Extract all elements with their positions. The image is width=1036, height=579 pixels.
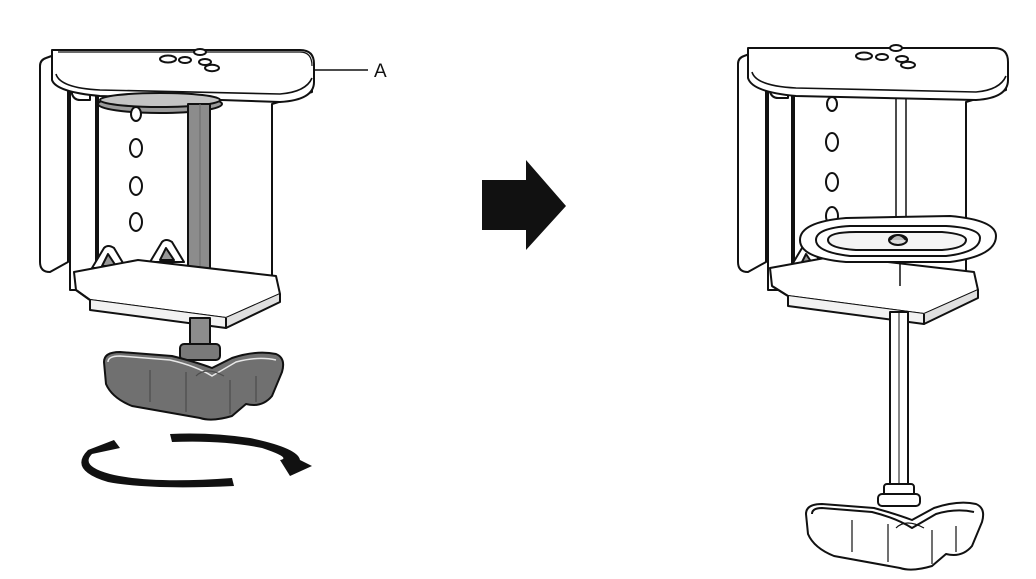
clamp-after-tightening	[737, 44, 1009, 571]
clamp-before-tightening	[39, 48, 315, 421]
top-plate-hole	[178, 56, 192, 64]
bracket-slot-hole	[825, 172, 839, 192]
top-plate-hole	[193, 48, 207, 56]
bracket-slot-hole	[129, 212, 143, 232]
tightening-knob	[805, 501, 985, 571]
top-plate-hole	[895, 55, 909, 63]
bracket-slot-hole	[130, 106, 142, 122]
arrow-right-icon	[482, 160, 566, 250]
clamp-top-plate	[747, 47, 1009, 101]
clamp-back-plate	[39, 49, 69, 273]
clamp-top-plate-a	[51, 49, 315, 103]
threaded-rod	[187, 103, 211, 291]
top-plate-hole	[204, 63, 220, 73]
bracket-slot-hole	[825, 132, 839, 152]
rotate-circular-arrows-icon	[81, 433, 312, 488]
bracket-slot-hole	[129, 176, 143, 196]
top-plate-hole	[875, 53, 889, 61]
top-plate-hole	[198, 58, 212, 66]
bracket-slot-hole	[129, 138, 143, 158]
clamp-back-plate	[737, 47, 767, 273]
top-plate-hole	[159, 54, 177, 64]
top-plate-hole	[900, 60, 916, 70]
bracket-slot-hole	[826, 96, 838, 112]
callout-label-a: A	[374, 61, 387, 82]
top-plate-hole	[855, 51, 873, 61]
top-plate-hole	[889, 44, 903, 52]
tightening-knob	[103, 351, 285, 421]
callout-a: A	[314, 61, 387, 82]
